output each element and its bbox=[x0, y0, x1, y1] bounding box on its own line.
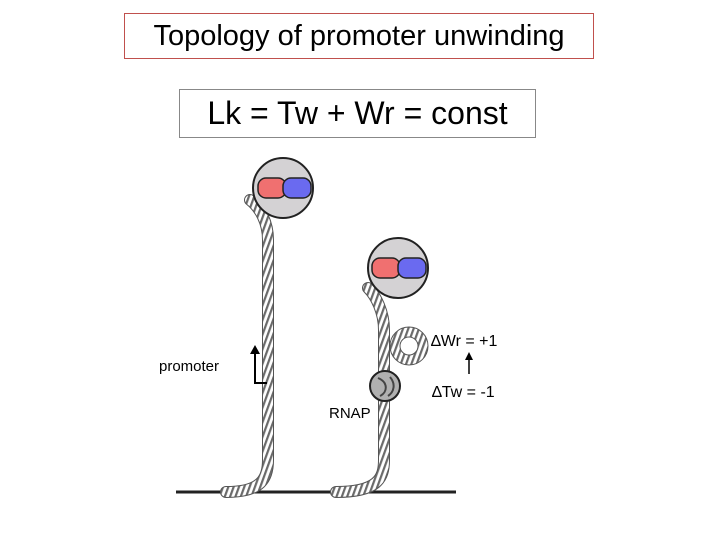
rnap-enzyme bbox=[369, 370, 401, 402]
dna-tether-right bbox=[330, 282, 390, 498]
writhe-loop bbox=[389, 326, 429, 366]
delta-writhe-label: ∆Wr = +1 bbox=[431, 333, 498, 350]
promoter-label: promoter bbox=[159, 358, 220, 375]
bead-left-blue-domain bbox=[282, 177, 312, 199]
rnap-label: RNAP bbox=[329, 405, 371, 422]
bead-left-red-domain bbox=[257, 177, 287, 199]
delta-tw-arrow bbox=[465, 352, 473, 374]
dna-tether-left bbox=[220, 194, 274, 498]
bead-right-red-domain bbox=[371, 257, 401, 279]
bead-right-blue-domain bbox=[397, 257, 427, 279]
promoter-arrow bbox=[250, 345, 267, 384]
linking-number-equation: Lk = Tw + Wr = const bbox=[179, 89, 536, 138]
slide-title: Topology of promoter unwinding bbox=[124, 13, 594, 59]
bead-left bbox=[252, 157, 314, 219]
delta-twist-label: ∆Tw = -1 bbox=[432, 384, 495, 401]
bead-right bbox=[367, 237, 429, 299]
